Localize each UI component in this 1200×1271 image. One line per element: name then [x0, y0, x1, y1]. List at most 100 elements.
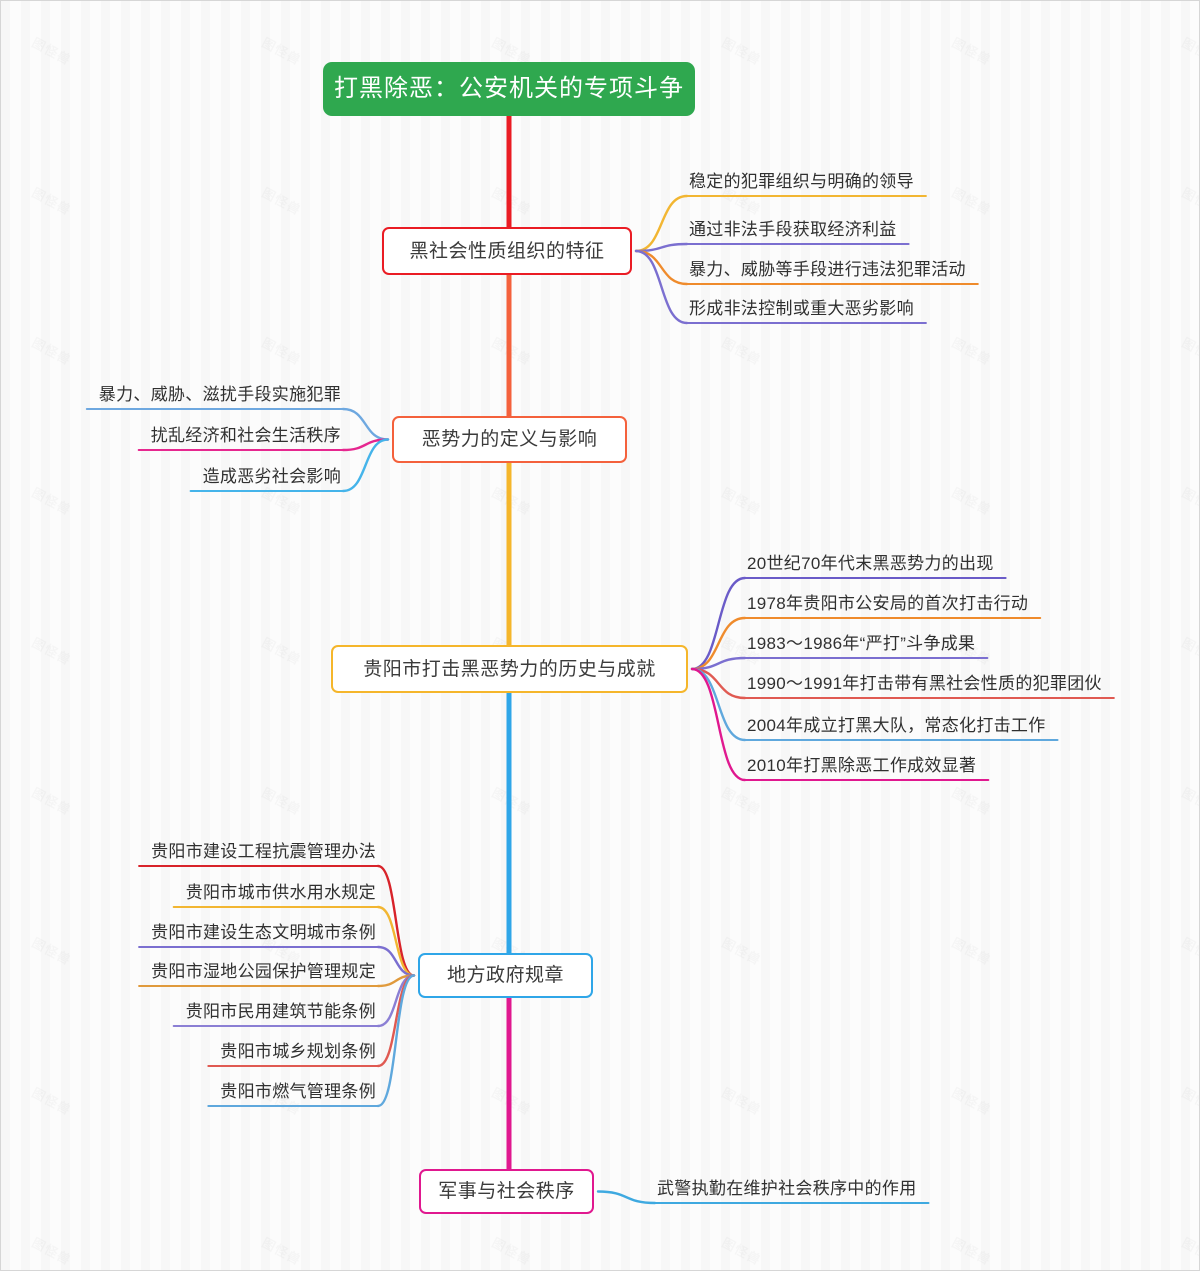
watermark-text: 图怪兽 — [29, 932, 75, 969]
leaf-node[interactable]: 贵阳市燃气管理条例 — [220, 1083, 376, 1100]
leaf-node-label: 1978年贵阳市公安局的首次打击行动 — [747, 594, 1029, 613]
connector-path — [376, 974, 416, 1068]
leaf-node[interactable]: 武警执勤在维护社会秩序中的作用 — [657, 1180, 917, 1197]
watermark-text: 图怪兽 — [949, 482, 995, 519]
connector-path — [690, 616, 747, 671]
connector-path — [376, 945, 416, 977]
leaf-node-label: 贵阳市湿地公园保护管理规定 — [151, 962, 376, 981]
connector-path — [596, 1190, 657, 1205]
watermark-text: 图怪兽 — [489, 1232, 535, 1269]
leaf-node-label: 贵阳市建设工程抗震管理办法 — [151, 842, 376, 861]
connector-path — [634, 249, 689, 325]
branch-node-branch-history[interactable]: 贵阳市打击黑恶势力的历史与成就 — [331, 645, 688, 693]
connector-path — [690, 656, 747, 671]
connector-path — [376, 974, 416, 1108]
watermark-text: 图怪兽 — [949, 782, 995, 819]
watermark-text: 图怪兽 — [489, 782, 535, 819]
watermark-text: 图怪兽 — [1179, 782, 1199, 819]
watermark-text: 图怪兽 — [1179, 482, 1199, 519]
watermark-text: 图怪兽 — [1179, 1082, 1199, 1119]
root-node[interactable]: 打黑除恶：公安机关的专项斗争 — [323, 62, 695, 116]
watermark-text: 图怪兽 — [29, 182, 75, 219]
connector-path — [376, 974, 416, 988]
leaf-node[interactable]: 暴力、威胁等手段进行违法犯罪活动 — [689, 261, 966, 278]
leaf-node[interactable]: 2010年打黑除恶工作成效显著 — [747, 757, 976, 774]
leaf-node-label: 贵阳市城乡规划条例 — [220, 1042, 376, 1061]
watermark-text: 图怪兽 — [259, 632, 305, 669]
connector-path — [634, 249, 689, 286]
leaf-node[interactable]: 贵阳市湿地公园保护管理规定 — [151, 963, 376, 980]
leaf-node[interactable]: 贵阳市城乡规划条例 — [220, 1043, 376, 1060]
leaf-node-label: 2010年打黑除恶工作成效显著 — [747, 756, 977, 775]
leaf-node-label: 贵阳市燃气管理条例 — [220, 1082, 376, 1101]
watermark-text: 图怪兽 — [489, 182, 535, 219]
connector-path — [690, 667, 747, 782]
leaf-node-label: 贵阳市民用建筑节能条例 — [185, 1002, 376, 1021]
leaf-node[interactable]: 稳定的犯罪组织与明确的领导 — [689, 173, 914, 190]
watermark-text: 图怪兽 — [949, 1232, 995, 1269]
connector-path — [376, 905, 416, 977]
connector-path — [376, 864, 416, 977]
leaf-node[interactable]: 通过非法手段获取经济利益 — [689, 221, 897, 238]
branch-node-label: 黑社会性质组织的特征 — [409, 240, 605, 262]
branch-node-label: 恶势力的定义与影响 — [421, 429, 598, 450]
watermark-text: 图怪兽 — [259, 32, 305, 69]
watermark-text: 图怪兽 — [719, 782, 765, 819]
leaf-node-label: 1990～1991年打击带有黑社会性质的犯罪团伙 — [747, 674, 1102, 693]
root-node-label: 打黑除恶：公安机关的专项斗争 — [334, 75, 684, 102]
branch-node-branch-evil-forces[interactable]: 恶势力的定义与影响 — [392, 416, 627, 463]
leaf-node[interactable]: 贵阳市民用建筑节能条例 — [186, 1003, 376, 1020]
connector-path — [634, 242, 689, 253]
leaf-node-label: 稳定的犯罪组织与明确的领导 — [689, 172, 914, 191]
watermark-text: 图怪兽 — [29, 482, 75, 519]
leaf-node-label: 武警执勤在维护社会秩序中的作用 — [657, 1179, 917, 1198]
connector-path — [690, 576, 747, 671]
leaf-node[interactable]: 贵阳市建设生态文明城市条例 — [151, 924, 376, 941]
leaf-node[interactable]: 形成非法控制或重大恶劣影响 — [689, 300, 914, 317]
watermark-text: 图怪兽 — [259, 182, 305, 219]
leaf-node[interactable]: 造成恶劣社会影响 — [203, 468, 341, 485]
branch-node-label: 地方政府规章 — [446, 965, 564, 986]
watermark-text: 图怪兽 — [259, 1232, 305, 1269]
leaf-node-label: 形成非法控制或重大恶劣影响 — [689, 299, 914, 318]
leaf-node-label: 贵阳市城市供水用水规定 — [185, 883, 376, 902]
leaf-node-label: 暴力、威胁等手段进行违法犯罪活动 — [689, 260, 966, 279]
leaf-node[interactable]: 暴力、威胁、滋扰手段实施犯罪 — [99, 386, 341, 403]
watermark-text: 图怪兽 — [719, 482, 765, 519]
watermark-text: 图怪兽 — [719, 932, 765, 969]
watermark-text: 图怪兽 — [1179, 32, 1199, 69]
connector-path — [690, 667, 747, 700]
leaf-node[interactable]: 贵阳市城市供水用水规定 — [186, 884, 376, 901]
leaf-node[interactable]: 1990～1991年打击带有黑社会性质的犯罪团伙 — [747, 675, 1102, 692]
leaf-node-label: 造成恶劣社会影响 — [202, 467, 341, 486]
watermark-text: 图怪兽 — [719, 1232, 765, 1269]
watermark-text: 图怪兽 — [949, 182, 995, 219]
connector-path — [634, 194, 689, 253]
leaf-node[interactable]: 1978年贵阳市公安局的首次打击行动 — [747, 595, 1028, 612]
leaf-node-label: 扰乱经济和社会生活秩序 — [150, 426, 341, 445]
watermark-text: 图怪兽 — [949, 332, 995, 369]
watermark-text: 图怪兽 — [259, 782, 305, 819]
watermark-text: 图怪兽 — [29, 332, 75, 369]
watermark-text: 图怪兽 — [29, 1232, 75, 1269]
leaf-node-label: 2004年成立打黑大队，常态化打击工作 — [747, 716, 1046, 735]
leaf-node[interactable]: 2004年成立打黑大队，常态化打击工作 — [747, 717, 1046, 734]
branch-node-branch-characteristics[interactable]: 黑社会性质组织的特征 — [382, 227, 632, 275]
branch-node-branch-military-order[interactable]: 军事与社会秩序 — [419, 1169, 594, 1214]
connector-path — [690, 667, 747, 742]
watermark-text: 图怪兽 — [1179, 182, 1199, 219]
watermark-text: 图怪兽 — [1179, 632, 1199, 669]
leaf-node[interactable]: 贵阳市建设工程抗震管理办法 — [151, 843, 376, 860]
watermark-text: 图怪兽 — [719, 32, 765, 69]
leaf-node[interactable]: 1983～1986年“严打”斗争成果 — [747, 635, 975, 652]
connector-path — [341, 438, 390, 452]
watermark-text: 图怪兽 — [29, 782, 75, 819]
watermark-text: 图怪兽 — [489, 332, 535, 369]
leaf-node[interactable]: 20世纪70年代末黑恶势力的出现 — [747, 555, 994, 572]
watermark-text: 图怪兽 — [719, 332, 765, 369]
leaf-node[interactable]: 扰乱经济和社会生活秩序 — [151, 427, 341, 444]
watermark-text: 图怪兽 — [949, 1082, 995, 1119]
branch-node-branch-local-regulations[interactable]: 地方政府规章 — [418, 953, 593, 998]
watermark-text: 图怪兽 — [29, 32, 75, 69]
